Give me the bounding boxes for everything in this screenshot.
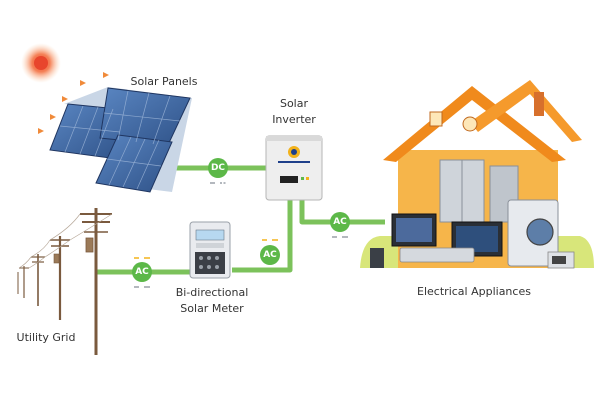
wire-inverter-to-house	[299, 200, 385, 225]
label-inverter-line2: Inverter	[272, 113, 316, 126]
label-solar-panels: Solar Panels	[130, 75, 198, 88]
label-meter-line2: Solar Meter	[180, 302, 244, 315]
sun-rays	[38, 72, 109, 134]
badge-ac-grid-text: AC	[135, 267, 149, 277]
bidirectional-meter-icon	[189, 221, 231, 279]
sun-icon	[21, 43, 61, 83]
badge-ac-grid	[132, 257, 152, 288]
badge-ac-inverter	[330, 212, 350, 238]
label-meter-line1: Bi-directional	[175, 286, 249, 299]
utility-grid-icon	[17, 208, 113, 355]
label-electrical-appliances: Electrical Appliances	[417, 285, 531, 298]
badge-ac-meter-text: AC	[263, 250, 277, 260]
badge-ac-meter	[260, 239, 280, 265]
wire-inverter-to-meter	[232, 200, 293, 273]
house-with-appliances-icon	[360, 80, 594, 269]
badge-dc-text: DC	[210, 163, 226, 173]
solar-panels-icon	[49, 87, 192, 193]
label-utility-grid: Utility Grid	[16, 331, 76, 344]
label-inverter-line1: Solar	[279, 97, 309, 110]
badge-dc	[208, 158, 228, 184]
solar-inverter-icon	[265, 135, 323, 201]
badge-ac-inverter-text: AC	[333, 217, 347, 227]
